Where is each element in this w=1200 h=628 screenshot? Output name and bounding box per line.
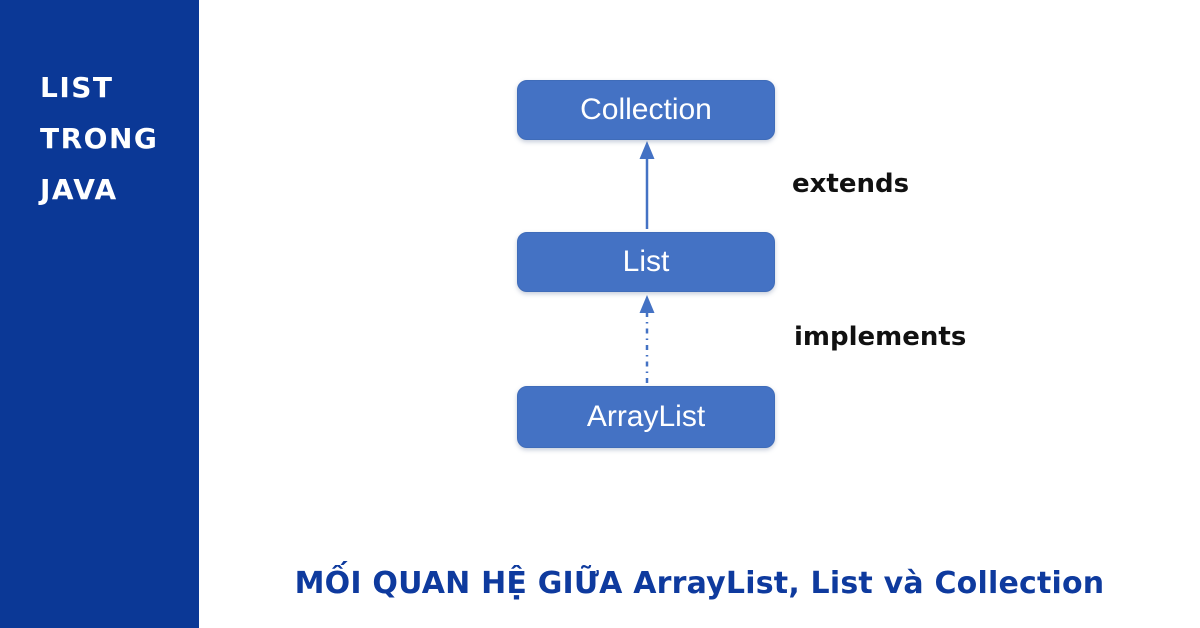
node-list: List <box>517 232 775 292</box>
sidebar-title-line-3: JAVA <box>40 173 118 206</box>
extends-arrowhead-icon <box>639 141 655 159</box>
edge-label-implements: implements <box>794 322 967 352</box>
sidebar-title-line-1: LIST <box>40 71 114 104</box>
sidebar: LIST TRONG JAVA <box>0 0 199 628</box>
node-arraylist: ArrayList <box>517 386 775 448</box>
caption-title: MỐI QUAN HỆ GIỮA ArrayList, List và Coll… <box>294 566 1105 601</box>
edge-label-extends: extends <box>792 169 910 199</box>
sidebar-title-line-2: TRONG <box>40 122 159 155</box>
implements-arrowhead-icon <box>639 295 655 313</box>
node-collection: Collection <box>517 80 775 140</box>
